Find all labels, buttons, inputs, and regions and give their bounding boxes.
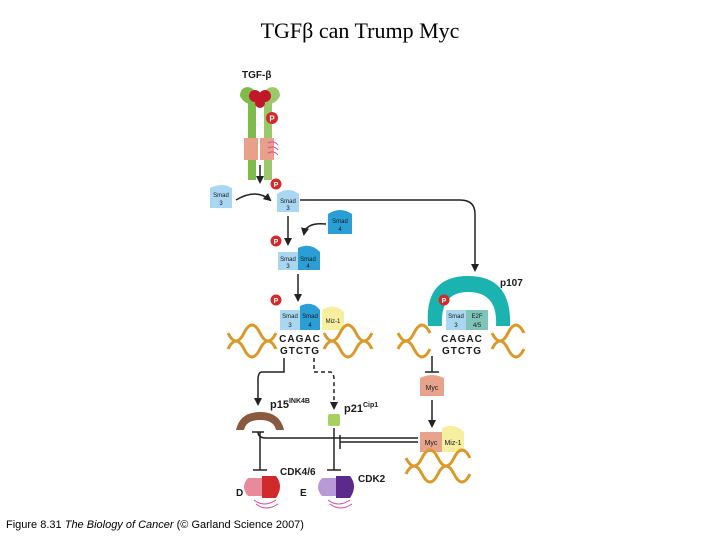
svg-text:P: P xyxy=(274,182,279,189)
svg-text:P: P xyxy=(269,115,275,124)
myc-protein: Myc xyxy=(420,375,444,396)
dna-helix-right xyxy=(396,323,526,359)
svg-text:3: 3 xyxy=(286,264,290,270)
dna-left-top-strand: CAGAC xyxy=(279,334,321,345)
svg-text:3: 3 xyxy=(454,323,458,329)
tgf-beta-receptor: TGF-β P xyxy=(240,70,280,180)
cyclin-d-label: D xyxy=(236,488,243,499)
cdk46-label: CDK4/6 xyxy=(280,467,316,478)
p15-label: p15INK4B xyxy=(270,398,310,411)
p107-complex: p107 P Smad 3 E2F 4/5 xyxy=(427,276,523,330)
tgf-beta-label: TGF-β xyxy=(242,70,271,81)
svg-text:Smad: Smad xyxy=(213,193,229,199)
svg-text:Smad: Smad xyxy=(280,257,296,263)
phospho-receptor xyxy=(266,112,278,124)
dna-right-bottom-strand: GTCTG xyxy=(442,346,482,357)
figure-caption: Figure 8.31 The Biology of Cancer (© Gar… xyxy=(6,519,304,531)
svg-text:Smad: Smad xyxy=(302,314,318,320)
caption-credit: (© Garland Science 2007) xyxy=(176,519,304,531)
smad4-free: Smad 4 xyxy=(328,210,352,234)
page-title: TGFβ can Trump Myc xyxy=(260,18,460,43)
cdk46-cyclin-d: D CDK4/6 xyxy=(236,467,316,509)
cdk2-label: CDK2 xyxy=(358,474,386,485)
p15-ink4b: p15INK4B xyxy=(236,398,310,430)
smad-miz1-complex: P Smad 3 Smad 4 Miz-1 xyxy=(270,294,344,330)
p21-label: p21Cip1 xyxy=(344,402,378,415)
svg-text:4: 4 xyxy=(308,323,312,329)
myc-miz1-complex: Myc Miz-1 xyxy=(420,425,464,452)
p107-label: p107 xyxy=(500,278,523,289)
svg-text:Miz-1: Miz-1 xyxy=(444,440,461,447)
svg-text:P: P xyxy=(274,239,279,246)
p21-cip1: p21Cip1 xyxy=(328,402,378,426)
svg-text:3: 3 xyxy=(219,201,223,207)
svg-text:4: 4 xyxy=(338,227,342,233)
cdk2-cyclin-e: E CDK2 xyxy=(300,474,386,509)
dna-helix-left xyxy=(226,323,374,359)
dna-left-bottom-strand: GTCTG xyxy=(280,346,320,357)
svg-text:Smad: Smad xyxy=(332,219,348,225)
svg-text:3: 3 xyxy=(288,323,292,329)
svg-text:4/5: 4/5 xyxy=(473,323,482,329)
svg-text:P: P xyxy=(274,298,279,305)
svg-text:Myc: Myc xyxy=(426,385,439,392)
svg-text:P: P xyxy=(442,298,447,305)
svg-text:Myc: Myc xyxy=(425,440,438,447)
svg-text:3: 3 xyxy=(286,206,290,212)
caption-book: The Biology of Cancer xyxy=(64,519,174,531)
svg-text:Smad: Smad xyxy=(448,314,464,320)
svg-text:Smad: Smad xyxy=(280,199,296,205)
caption-figure: Figure 8.31 xyxy=(6,519,62,531)
dna-helix-myc xyxy=(404,448,472,484)
svg-text:Smad: Smad xyxy=(300,257,316,263)
smad3-smad4-complex: P Smad 3 Smad 4 xyxy=(270,235,320,270)
svg-text:E2F: E2F xyxy=(471,314,482,320)
smad3-phosphorylated: Smad 3 P xyxy=(270,178,299,212)
svg-text:Miz-1: Miz-1 xyxy=(326,319,341,325)
cyclin-e-label: E xyxy=(300,488,307,499)
smad3-free: Smad 3 xyxy=(210,185,232,208)
svg-text:4: 4 xyxy=(306,264,310,270)
svg-text:Smad: Smad xyxy=(282,314,298,320)
dna-right-top-strand: CAGAC xyxy=(441,334,483,345)
